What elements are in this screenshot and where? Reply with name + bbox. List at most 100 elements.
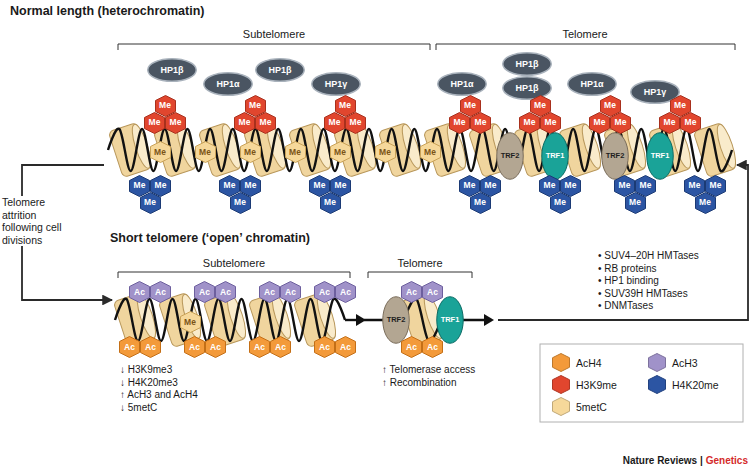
h4k20me-mark: Me (230, 192, 251, 214)
node-label: HP1β (515, 84, 538, 93)
legend-swatch (553, 354, 570, 372)
chromatin-illustration (108, 122, 740, 348)
methylcytosine-mark: Me (240, 141, 261, 163)
node-label: Me (244, 148, 256, 157)
node-label: HP1α (450, 80, 473, 89)
h4k20me-mark: Me (695, 192, 716, 214)
hexagon-shape (130, 175, 150, 196)
h3k9me-mark: Me (680, 112, 701, 134)
hexagon-shape (481, 175, 501, 196)
h3k9me-mark: Me (234, 112, 255, 134)
node-label: Me (604, 101, 616, 110)
telomere-bracket (368, 272, 472, 278)
trf2-protein: TRF2 (382, 296, 410, 344)
node-label: TRF2 (501, 152, 520, 160)
legend-item: 5metC (552, 397, 607, 416)
node-label: Me (674, 101, 686, 110)
legend-swatch-frame (648, 375, 666, 394)
ellipse-shape (438, 73, 487, 96)
node-label: Ac (275, 343, 286, 352)
legend-item: H3K9me (552, 375, 617, 394)
legend-swatch (649, 354, 666, 372)
h3k9me-mark: Me (659, 112, 680, 134)
hp1-protein: HP1α (567, 72, 617, 96)
hexagon-shape (240, 142, 260, 163)
ach3-mark: Ac (129, 281, 150, 303)
hexagon-shape (141, 337, 161, 358)
hexagon-shape (166, 112, 186, 133)
region-label: Telomere (535, 28, 635, 41)
hexagon-shape (336, 282, 356, 303)
node-label: Me (249, 101, 261, 110)
hexagon-shape (706, 175, 726, 196)
ellipse-shape (383, 297, 410, 344)
hexagon-shape (151, 175, 171, 196)
hexagon-shape (180, 312, 200, 333)
hexagon-shape (636, 175, 656, 196)
h3k9me-mark: Me (470, 112, 491, 134)
dna-strand (345, 319, 356, 321)
subtelomere-bracket (118, 44, 430, 50)
ach3-mark: Ac (280, 281, 301, 303)
panel-heading: Normal length (heterochromatin) (10, 4, 204, 19)
hexagon-shape (460, 95, 480, 116)
methylcytosine-mark: Me (285, 141, 306, 163)
node-label: Me (245, 181, 257, 190)
hexagon-shape (151, 282, 171, 303)
hexagon-shape (530, 95, 550, 116)
hexagon-shape (285, 142, 305, 163)
methylcytosine-mark: Me (195, 141, 216, 163)
hexagon-shape (540, 175, 560, 196)
ach3-mark: Ac (259, 281, 280, 303)
methylcytosine-mark: Me (180, 311, 201, 333)
node-label: Me (474, 198, 486, 207)
hexagon-shape (235, 112, 255, 133)
node-label: Me (664, 118, 676, 127)
node-label: Me (565, 181, 577, 190)
hexagon-shape (120, 337, 140, 358)
subtelomere-bracket (118, 272, 350, 278)
legend-label: H4K20me (672, 379, 719, 391)
node-label: Me (350, 118, 362, 127)
hexagon-shape (685, 175, 705, 196)
node-label: Me (424, 148, 436, 157)
ellipse-shape (497, 133, 524, 180)
hexagon-shape (550, 192, 570, 213)
hexagon-shape (561, 175, 581, 196)
hexagon-shape (150, 142, 170, 163)
node-label: TRF1 (441, 316, 460, 324)
legend-label: AcH4 (576, 357, 602, 369)
node-label: Ac (124, 343, 135, 352)
legend-swatch-frame (552, 353, 570, 372)
ach3-mark: Ac (401, 281, 422, 303)
hexagon-shape (335, 95, 355, 116)
region-label: Subtelomere (214, 28, 334, 41)
ach3-mark: Ac (314, 281, 335, 303)
arrow-label: Telomere attrition following cell divisi… (2, 196, 80, 246)
change-note: ↓ 5metC (120, 402, 157, 414)
hexagon-shape (471, 112, 491, 133)
node-label: Me (329, 118, 341, 127)
change-note: ↑ AcH3 and AcH4 (120, 389, 198, 401)
hexagon-shape (660, 112, 680, 133)
h3k9me-mark: Me (255, 112, 276, 134)
legend-label: H3K9me (576, 379, 617, 391)
ellipse-shape (148, 59, 197, 82)
legend-swatch-frame (552, 375, 570, 394)
node-label: TRF2 (606, 152, 625, 160)
node-label: Me (339, 101, 351, 110)
node-label: Me (485, 181, 497, 190)
node-label: Me (314, 181, 326, 190)
node-label: Me (710, 181, 722, 190)
hexagon-shape (185, 337, 205, 358)
legend-swatch (649, 376, 666, 394)
node-label: Me (170, 118, 182, 127)
journal-credit: Nature Reviews | (623, 455, 703, 467)
hexagon-shape (310, 175, 330, 196)
h3k9me-mark: Me (540, 112, 561, 134)
ellipse-shape (312, 73, 361, 96)
node-label: Ac (264, 288, 275, 297)
legend-swatch-frame (648, 353, 666, 372)
hexagon-shape (325, 112, 345, 133)
node-label: Ac (199, 288, 210, 297)
